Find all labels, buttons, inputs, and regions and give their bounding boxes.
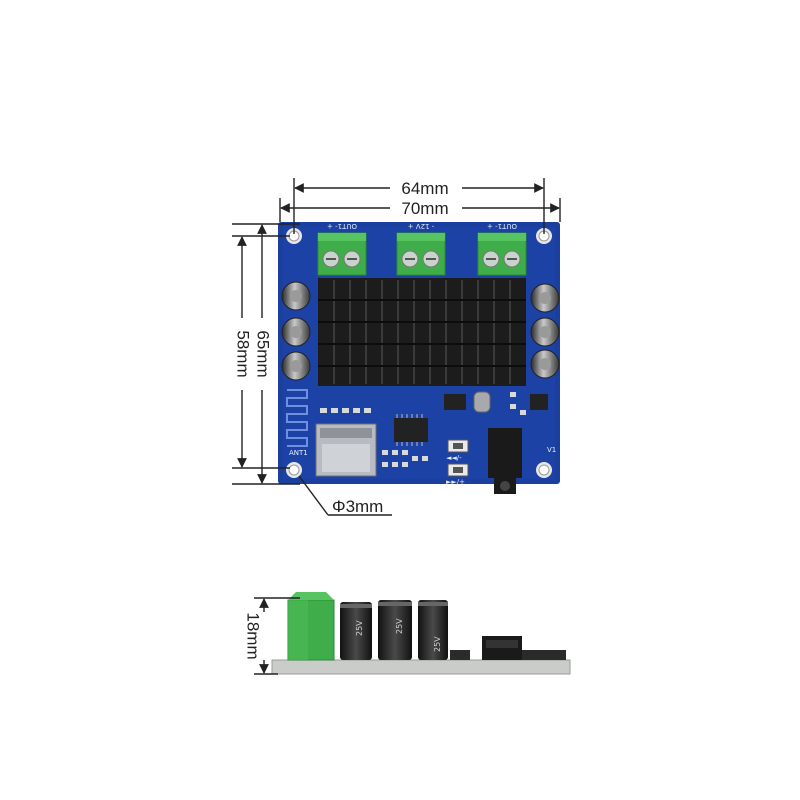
dimension-annotations [232,178,561,516]
sd-card-slot [315,423,377,477]
side-capacitor-2-marking: 25V [395,618,404,634]
side-screw-terminal [287,592,335,661]
mounting-hole-top-left [286,228,302,244]
hole-leader-diagonal [298,475,329,516]
side-board-edge [271,659,571,675]
side-capacitor-2: 25V [378,600,412,660]
audio-jack [488,428,522,494]
terminal-left-label: OUT1- + [327,222,357,230]
antenna-trace [286,389,308,447]
dim-label-hole-diameter: Φ3mm [332,497,383,516]
dim-label-inner-height: 58mm [234,330,253,377]
side-capacitor-3: 25V [418,600,448,660]
capacitor-right-1 [530,283,560,313]
side-capacitor-3-marking: 25V [433,636,442,652]
screw-terminal-left [317,232,367,276]
side-capacitor-1: 25V [340,602,372,660]
dim-label-outer-height: 65mm [254,330,273,377]
version-label: V1 [547,446,556,454]
capacitor-left-2 [281,317,311,347]
mounting-hole-bottom-left [286,462,302,478]
prev-button [447,439,469,453]
heatsink [318,278,526,386]
amplifier-chip [444,394,466,410]
mounting-hole-bottom-right [536,462,552,478]
next-button-label: ►►/+ [446,478,465,486]
regulator-chip [530,394,548,410]
capacitor-right-3 [530,349,560,379]
screw-terminal-right [477,232,527,276]
side-smd-part [450,650,470,660]
smd-components [320,392,526,467]
mounting-hole-top-right [536,228,552,244]
terminal-right-label: OUT1- + [487,222,517,230]
crystal-oscillator [473,391,491,413]
capacitor-left-3 [281,351,311,381]
side-audio-jack [482,636,566,660]
side-dimension [254,597,300,675]
dim-label-board-thickness: 18mm [244,612,263,659]
dim-label-inner-width: 64mm [401,179,448,198]
antenna-label: ANT1 [289,449,308,457]
side-capacitor-1-marking: 25V [355,620,364,636]
prev-button-label: ◄◄/- [446,454,462,462]
terminal-center-label: - 12V + [408,222,435,230]
pcb-side-view: 25V 25V 25V [271,592,571,675]
decoder-chip [394,414,428,446]
capacitor-left-1 [281,281,311,311]
next-button [447,463,469,477]
capacitor-right-2 [530,317,560,347]
pcb-top-view: OUT1- + - 12V + OUT1- + [278,222,560,494]
screw-terminal-center [396,232,446,276]
dim-label-outer-width: 70mm [401,199,448,218]
